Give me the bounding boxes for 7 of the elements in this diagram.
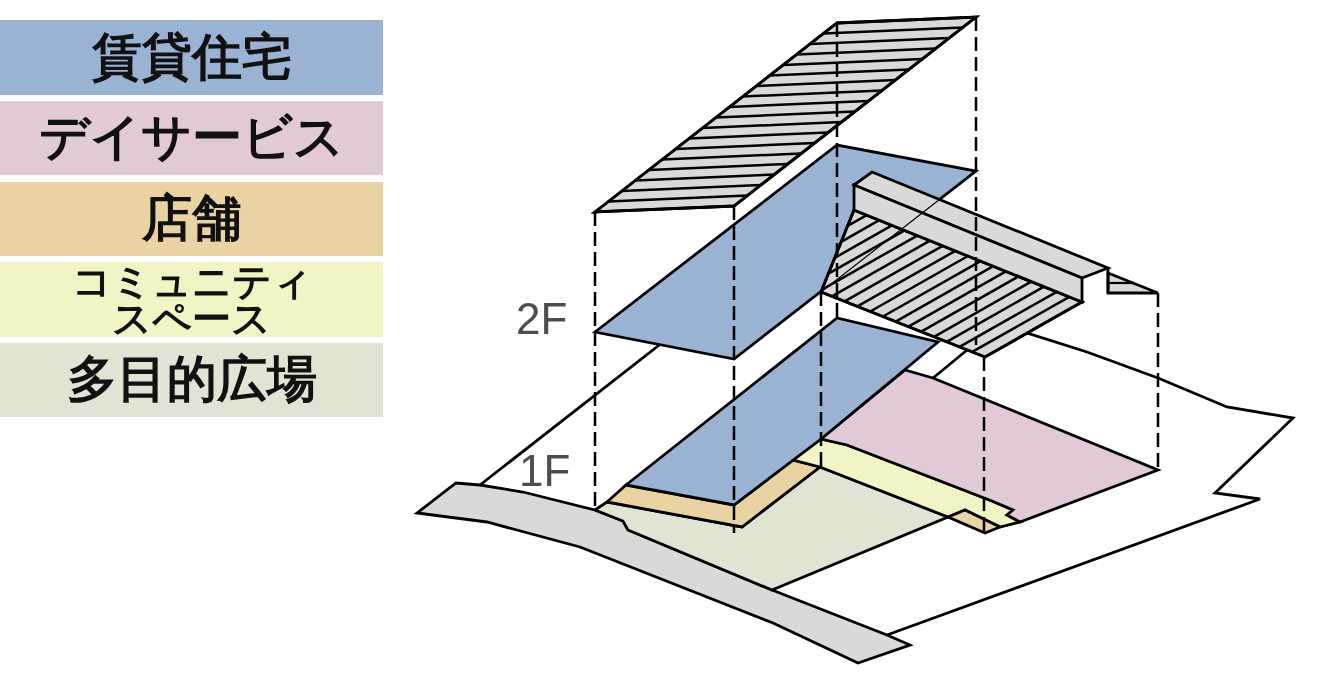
- legend-label: 賃貸住宅: [91, 28, 292, 87]
- legend-label: デイサービス: [39, 109, 344, 167]
- floor-label: 1F: [519, 449, 571, 493]
- legend-label: 多目的広場: [66, 351, 317, 409]
- legend-label: コミュニティスペース: [70, 262, 313, 337]
- legend-label: 店舗: [141, 190, 242, 248]
- floor-label: 2F: [516, 297, 568, 341]
